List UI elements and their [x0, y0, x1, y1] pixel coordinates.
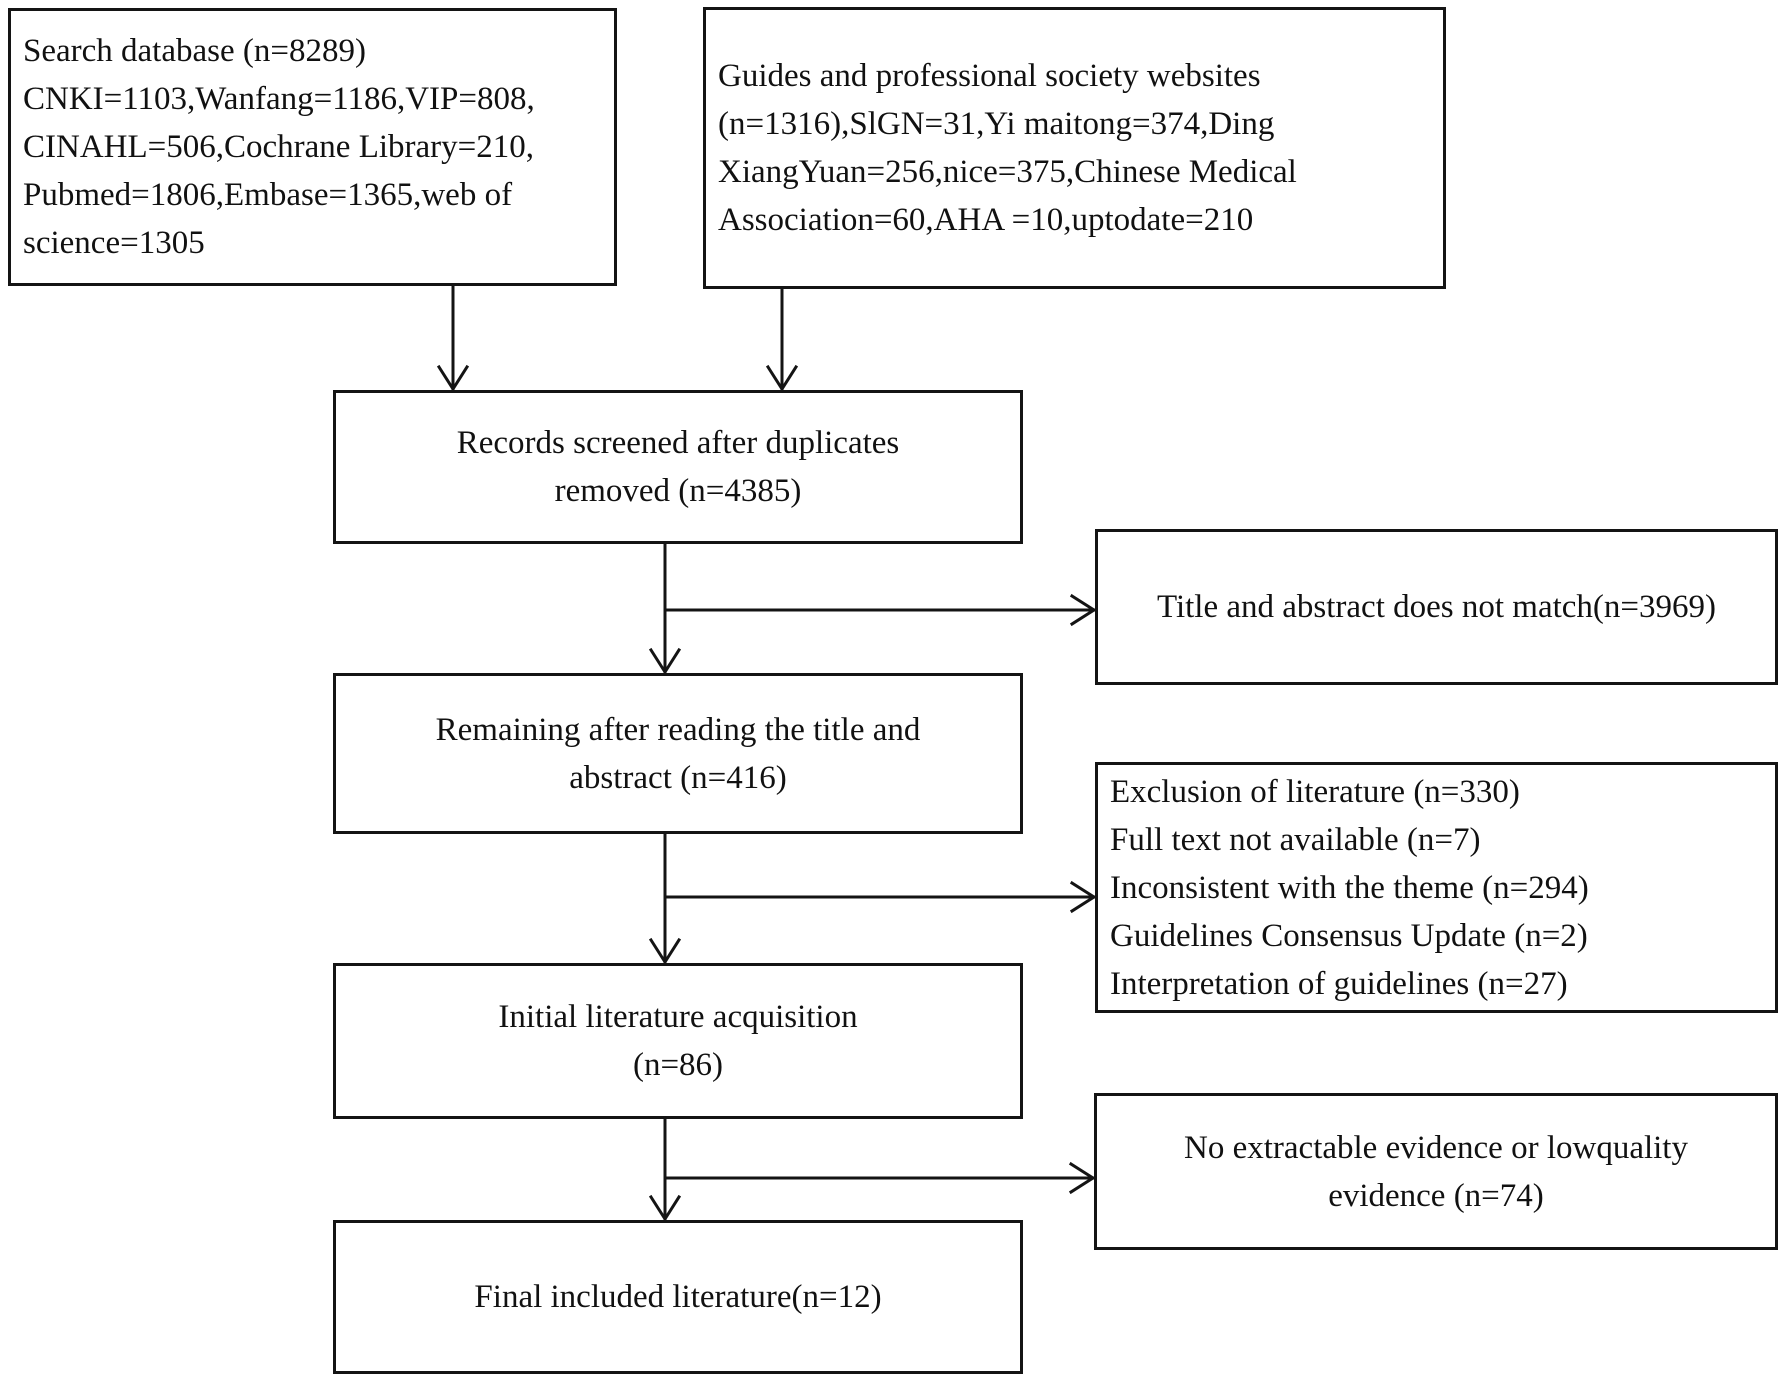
- edge-screened-to-remaining-arrow: [648, 542, 682, 675]
- node-no-extractable-evidence: No extractable evidence or lowquality ev…: [1094, 1093, 1778, 1250]
- node-exclusion-reasons: Exclusion of literature (n=330) Full tex…: [1095, 762, 1778, 1013]
- node-title-abstract-not-match: Title and abstract does not match(n=3969…: [1095, 529, 1778, 685]
- edge-guides-to-screened-arrow: [765, 287, 799, 392]
- edge-initial-to-noevidence-arrow: [663, 1161, 1096, 1195]
- node-records-screened-text: Records screened after duplicates remove…: [456, 425, 900, 509]
- node-remaining-after-title-abstract: Remaining after reading the title and ab…: [333, 673, 1023, 834]
- edge-screened-to-nomatch-arrow: [663, 593, 1097, 627]
- node-records-screened: Records screened after duplicates remove…: [333, 390, 1023, 544]
- edge-remaining-to-exclusion-arrow: [663, 880, 1097, 914]
- node-search-database: Search database (n=8289) CNKI=1103,Wanfa…: [8, 8, 617, 286]
- node-initial-literature-acquisition: Initial literature acquisition (n=86): [333, 963, 1023, 1119]
- node-title-abstract-not-match-text: Title and abstract does not match(n=3969…: [1156, 589, 1717, 625]
- node-exclusion-reasons-text: Exclusion of literature (n=330) Full tex…: [1110, 773, 1589, 1002]
- node-guides-websites-text: Guides and professional society websites…: [718, 58, 1297, 238]
- node-search-database-text: Search database (n=8289) CNKI=1103,Wanfa…: [23, 33, 535, 261]
- edge-initial-to-final-arrow: [648, 1117, 682, 1222]
- node-no-extractable-evidence-text: No extractable evidence or lowquality ev…: [1184, 1129, 1688, 1214]
- node-final-included-literature-text: Final included literature(n=12): [474, 1279, 882, 1315]
- node-final-included-literature: Final included literature(n=12): [333, 1220, 1023, 1374]
- node-guides-websites: Guides and professional society websites…: [703, 7, 1446, 289]
- node-remaining-after-title-abstract-text: Remaining after reading the title and ab…: [435, 711, 921, 796]
- edge-remaining-to-initial-arrow: [648, 832, 682, 965]
- edge-search-to-screened-arrow: [436, 283, 470, 392]
- node-initial-literature-acquisition-text: Initial literature acquisition (n=86): [498, 999, 858, 1083]
